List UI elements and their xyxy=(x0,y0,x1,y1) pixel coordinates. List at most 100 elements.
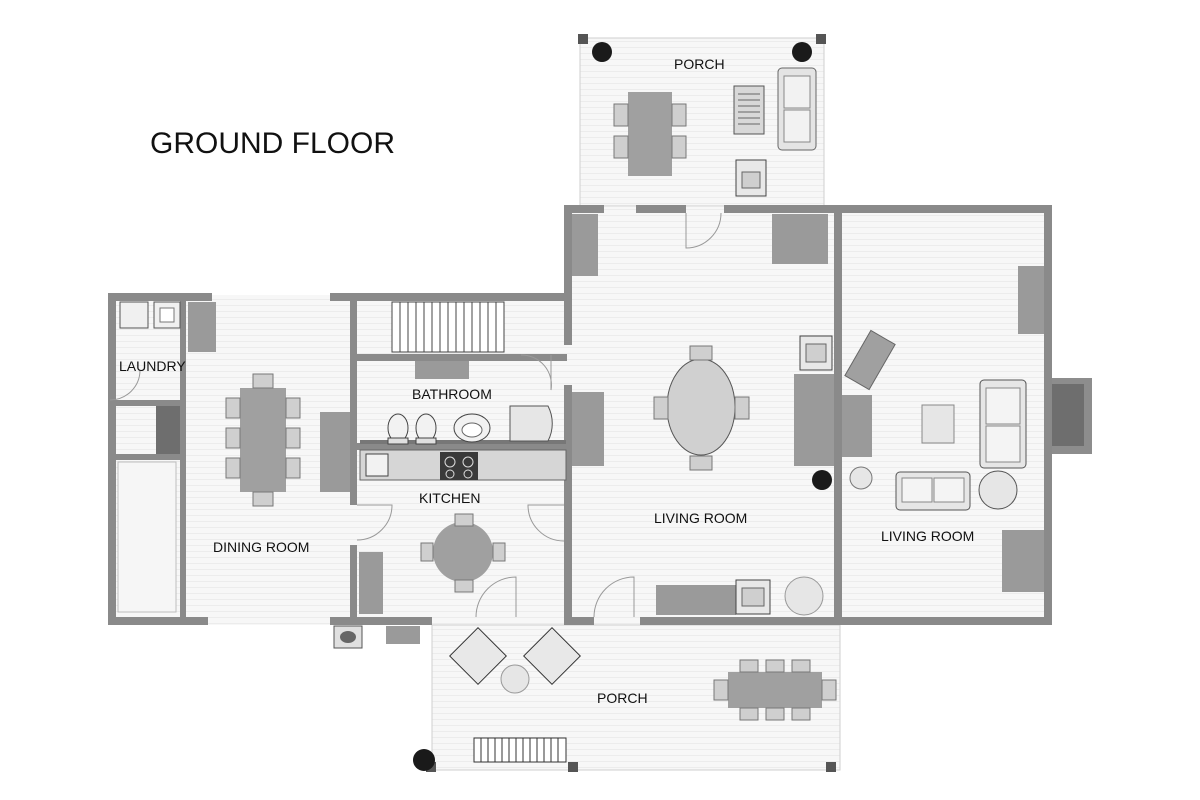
chair xyxy=(252,491,274,507)
door-swing xyxy=(685,212,722,249)
bathroom-counter xyxy=(360,440,566,444)
plan-title: GROUND FLOOR xyxy=(150,127,395,160)
door-swing xyxy=(475,576,517,618)
wall xyxy=(110,454,184,460)
window-shade xyxy=(359,552,383,614)
storage-shelf xyxy=(117,461,177,613)
wall xyxy=(156,406,180,454)
chair xyxy=(734,396,750,420)
round-stool xyxy=(849,466,873,490)
chair xyxy=(791,659,811,673)
wall xyxy=(838,205,1052,213)
bookcase xyxy=(794,374,834,466)
stove-icon xyxy=(440,452,478,480)
wall xyxy=(724,205,844,213)
right-living-room-furniture xyxy=(842,266,1044,592)
room-label-living-room-center: LIVING ROOM xyxy=(654,510,747,526)
round-side-table xyxy=(500,664,530,694)
door-swing xyxy=(520,354,552,391)
lounge-chair xyxy=(449,627,507,685)
washer xyxy=(119,301,149,329)
bathroom-fixtures xyxy=(360,361,566,445)
kitchen-sink xyxy=(365,453,389,477)
chair xyxy=(689,345,713,361)
porch-post xyxy=(568,762,578,772)
chair xyxy=(285,397,301,419)
laundry-furniture xyxy=(117,301,216,613)
window-shade xyxy=(842,395,872,457)
room-label-porch-bottom: PORCH xyxy=(597,690,648,706)
dining-table xyxy=(240,388,286,492)
room-label-kitchen: KITCHEN xyxy=(419,490,480,506)
wall xyxy=(564,205,604,213)
chair xyxy=(739,707,759,721)
lounge-chair xyxy=(523,627,581,685)
chair xyxy=(671,103,687,127)
porch-bottom-furniture xyxy=(413,627,837,771)
chair xyxy=(653,396,669,420)
wall xyxy=(834,205,842,625)
wall xyxy=(350,295,357,505)
chimney-hearth xyxy=(1048,384,1084,446)
porch-dining-table xyxy=(728,672,822,708)
grill xyxy=(733,85,765,135)
room-label-porch-top: PORCH xyxy=(674,56,725,72)
kitchen-furniture xyxy=(333,449,567,649)
chair xyxy=(252,373,274,389)
toilet-tank xyxy=(387,437,409,445)
walls xyxy=(108,34,1052,772)
lounge-chair xyxy=(844,329,896,391)
porch-top-furniture xyxy=(592,42,817,197)
chair xyxy=(613,135,629,159)
sofa-cushion xyxy=(985,425,1021,463)
coffee-table xyxy=(921,404,955,444)
armchair-seat xyxy=(805,343,827,363)
door-swing xyxy=(527,504,565,542)
armchair-seat xyxy=(741,587,765,607)
round-side-table xyxy=(784,576,824,616)
sofa-cushion xyxy=(783,75,811,109)
sofa-cushion xyxy=(985,387,1021,425)
door-swing xyxy=(593,576,635,618)
chair xyxy=(791,707,811,721)
burner xyxy=(463,469,473,479)
armchair-seat xyxy=(741,171,761,189)
wall xyxy=(330,617,432,625)
chair xyxy=(225,427,241,449)
chair xyxy=(713,679,729,701)
wall xyxy=(108,293,212,301)
room-label-dining-room: DINING ROOM xyxy=(213,539,309,555)
wall xyxy=(357,354,567,361)
center-living-room-furniture xyxy=(572,214,834,616)
sideboard xyxy=(656,585,736,615)
sideboard xyxy=(320,412,350,492)
chair xyxy=(285,427,301,449)
wall xyxy=(108,617,208,625)
wall xyxy=(357,443,567,450)
plant-icon xyxy=(592,42,612,62)
shower xyxy=(509,405,553,442)
staircase xyxy=(391,301,505,353)
burner xyxy=(445,469,455,479)
chair xyxy=(689,455,713,471)
wall xyxy=(564,385,572,625)
chair xyxy=(671,135,687,159)
wall xyxy=(1044,205,1052,625)
sink-basin xyxy=(461,422,483,438)
porch-post xyxy=(816,34,826,44)
wall xyxy=(636,205,686,213)
chair xyxy=(765,659,785,673)
window-shade xyxy=(1002,530,1044,592)
room-label-laundry: LAUNDRY xyxy=(119,358,186,374)
chair xyxy=(765,707,785,721)
chair xyxy=(225,397,241,419)
window-shade xyxy=(415,361,469,379)
bidet-tank xyxy=(415,437,437,445)
window-shade xyxy=(572,214,598,276)
sink-basin xyxy=(159,307,175,323)
window-shade xyxy=(1018,266,1044,334)
chair xyxy=(285,457,301,479)
plant-icon xyxy=(812,470,832,490)
wall xyxy=(330,293,570,301)
